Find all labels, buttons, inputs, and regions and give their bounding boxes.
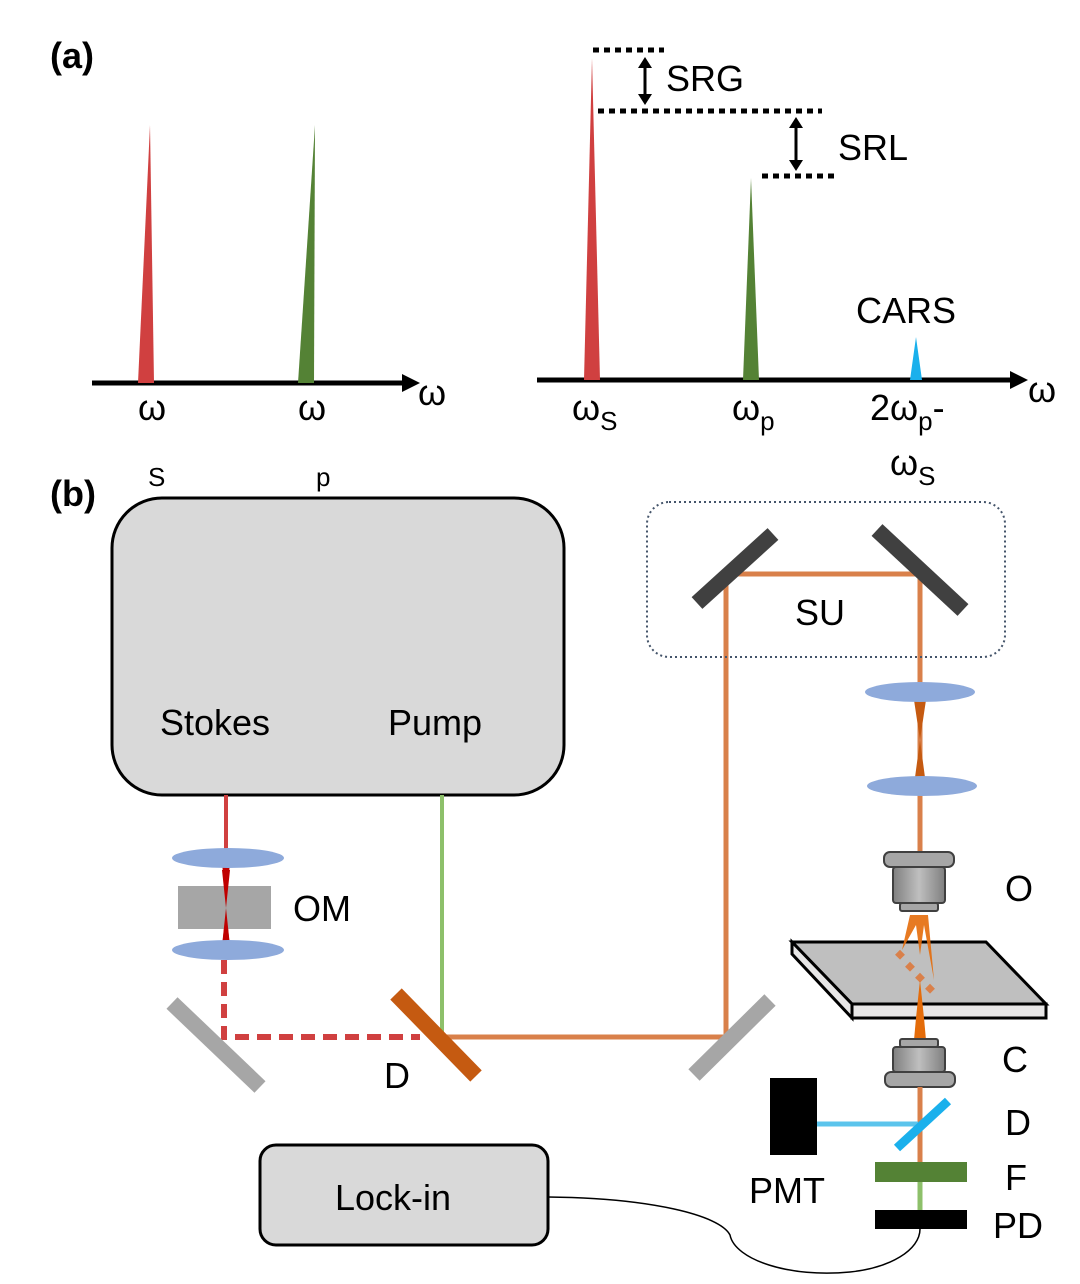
srg-label: SRG — [666, 58, 744, 99]
stokes-label: Stokes — [160, 702, 270, 743]
right-axis-label: ω — [1028, 369, 1056, 410]
right-cars-label-line2: ωS — [890, 442, 935, 491]
scattered-light — [895, 949, 935, 994]
cars-label: CARS — [856, 290, 956, 331]
filter-label: F — [1005, 1157, 1027, 1198]
objective-lens — [883, 851, 955, 912]
scan-mirror-2 — [871, 524, 969, 616]
panel-a-label: (a) — [50, 35, 94, 76]
right-stokes-peak — [584, 58, 600, 380]
telescope-focus — [914, 700, 926, 785]
dichroic-mirror-1 — [390, 988, 482, 1082]
transmitted-beam — [914, 980, 926, 1040]
pmt-label: PMT — [749, 1170, 825, 1211]
d1-label: D — [384, 1055, 410, 1096]
d2-label: D — [1005, 1102, 1031, 1143]
objective-label: O — [1005, 868, 1033, 909]
stokes-dashed-beam — [221, 960, 420, 1040]
photodiode — [875, 1210, 967, 1229]
telescope-lens-2 — [867, 776, 977, 796]
focused-beam — [902, 915, 934, 980]
left-pump-label: ω — [298, 387, 326, 428]
mirror-2 — [688, 994, 776, 1081]
right-axis-arrow-icon — [1010, 371, 1028, 389]
filter — [875, 1162, 967, 1182]
om-lens-bottom — [172, 940, 284, 960]
panel-b-label: (b) — [50, 473, 96, 514]
right-spectrum: SRG SRL CARS ω ωS ωp 2ωp- ωS — [537, 47, 1056, 491]
left-spectrum: ω ω S ω p — [92, 125, 446, 492]
condenser-label: C — [1002, 1039, 1028, 1080]
pump-label: Pump — [388, 702, 482, 743]
right-cars-label: 2ωp- — [870, 387, 945, 436]
left-pump-sub: p — [316, 462, 330, 492]
signal-cable — [547, 1196, 921, 1274]
lockin-label: Lock-in — [335, 1177, 451, 1218]
lockin-box — [258, 1143, 550, 1247]
right-cars-peak — [910, 337, 922, 380]
pmt-detector — [770, 1078, 817, 1155]
telescope-lens-1 — [865, 682, 975, 702]
om-label: OM — [293, 888, 351, 929]
left-pump-peak — [298, 125, 315, 383]
condenser-lens — [884, 1038, 956, 1088]
dichroic-mirror-2 — [893, 1097, 952, 1152]
srl-label: SRL — [838, 127, 908, 168]
left-axis-label: ω — [418, 372, 446, 413]
pd-label: PD — [993, 1205, 1043, 1246]
om-lens-top — [172, 848, 284, 868]
right-pump-label: ωp — [732, 387, 775, 436]
left-axis-arrow-icon — [402, 374, 420, 392]
left-stokes-label: ω — [138, 387, 166, 428]
su-label: SU — [795, 592, 845, 633]
right-pump-peak — [743, 178, 759, 380]
scan-unit-box — [646, 501, 1006, 658]
left-stokes-peak — [138, 125, 154, 383]
laser-box — [110, 496, 566, 797]
left-stokes-sub: S — [148, 462, 165, 492]
scan-mirror-1 — [691, 528, 779, 609]
mirror-1 — [166, 997, 266, 1093]
sample-slide — [788, 938, 1050, 1022]
right-stokes-label: ωS — [572, 387, 617, 436]
